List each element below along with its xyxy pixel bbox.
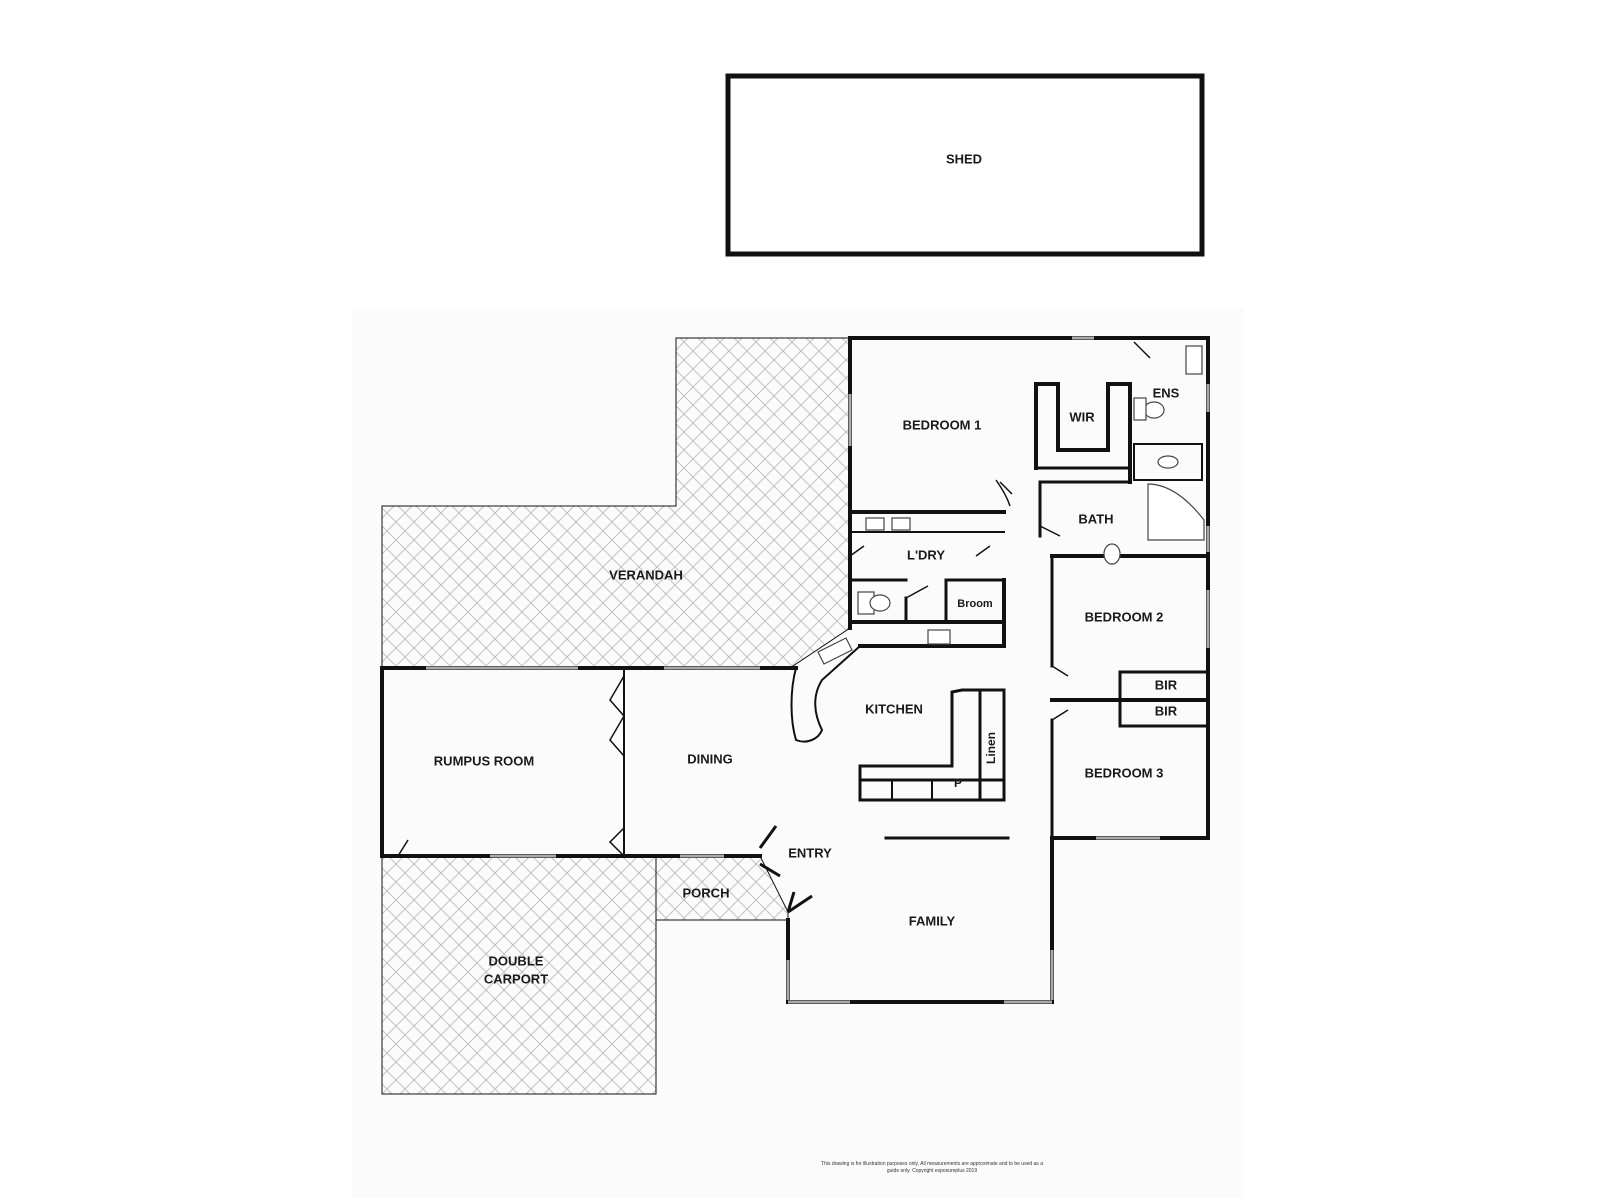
bifold-door (609, 675, 625, 757)
label-carport-line1: DOUBLE (489, 953, 544, 968)
label-shed: SHED (946, 151, 982, 166)
label-bir-2: BIR (1155, 703, 1178, 718)
label-linen: Linen (984, 732, 998, 764)
doors (397, 341, 1151, 914)
disclaimer-line1: This drawing is for illustration purpose… (821, 1161, 1043, 1167)
label-pantry: P (954, 776, 962, 790)
label-family: FAMILY (909, 913, 956, 928)
fixtures (817, 345, 1205, 665)
windows (426, 336, 1210, 1004)
bifold-door-lower (608, 827, 625, 857)
label-porch: PORCH (683, 885, 730, 900)
label-bedroom3: BEDROOM 3 (1085, 765, 1164, 780)
shed-outline (725, 73, 1205, 257)
label-bir-1: BIR (1155, 677, 1178, 692)
label-bedroom2: BEDROOM 2 (1085, 609, 1164, 624)
label-laundry: L'DRY (907, 547, 945, 562)
room-labels: SHED BEDROOM 1 WIR ENS BATH L'DRY Broom … (434, 151, 1180, 986)
label-carport-line2: CARPORT (484, 971, 548, 986)
label-verandah: VERANDAH (609, 567, 683, 582)
disclaimer-line2: guide only. Copyright exposureplus 2019 (887, 1168, 977, 1174)
label-entry: ENTRY (788, 845, 832, 860)
label-wir: WIR (1069, 409, 1095, 424)
label-bedroom1: BEDROOM 1 (903, 417, 982, 432)
label-rumpus: RUMPUS ROOM (434, 753, 534, 768)
label-dining: DINING (687, 751, 733, 766)
label-bath: BATH (1078, 511, 1113, 526)
label-ens: ENS (1153, 385, 1180, 400)
label-kitchen: KITCHEN (865, 701, 923, 716)
label-broom: Broom (957, 598, 993, 610)
